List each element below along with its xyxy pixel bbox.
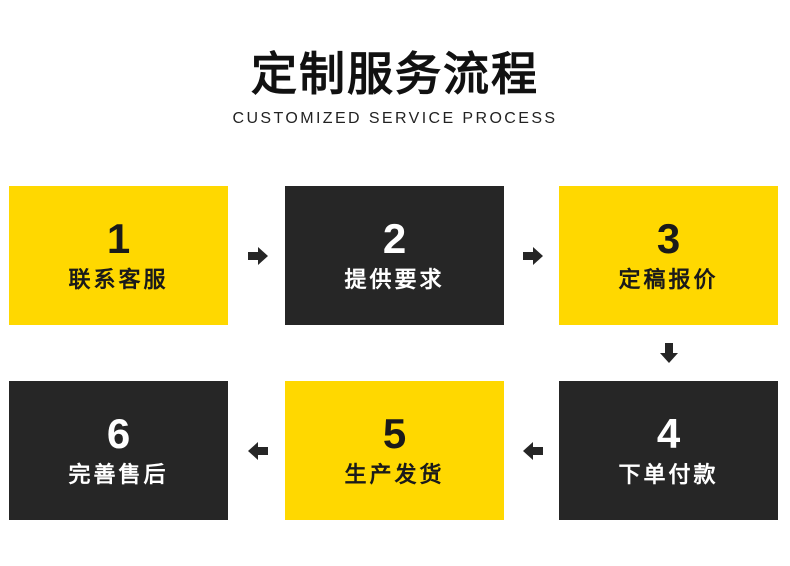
- step-2-label: 提供要求: [344, 267, 445, 293]
- step-6-box: 6 完善售后: [9, 381, 228, 520]
- step-1-label: 联系客服: [68, 267, 169, 293]
- step-4-box: 4 下单付款: [559, 381, 778, 520]
- step-3-number: 3: [656, 214, 681, 262]
- step-4-number: 4: [656, 409, 681, 457]
- step-3-box: 3 定稿报价: [559, 186, 778, 325]
- step-5-number: 5: [382, 409, 407, 457]
- arrow-right-icon: [248, 247, 268, 265]
- page-subtitle: CUSTOMIZED SERVICE PROCESS: [232, 110, 558, 127]
- step-1-box: 1 联系客服: [9, 186, 228, 325]
- page-title: 定制服务流程: [251, 47, 539, 101]
- arrow-right-icon: [523, 247, 543, 265]
- step-1-number: 1: [106, 214, 131, 262]
- step-3-label: 定稿报价: [618, 267, 719, 293]
- step-5-label: 生产发货: [344, 462, 445, 488]
- arrow-down-icon: [660, 343, 678, 363]
- step-4-label: 下单付款: [618, 462, 719, 488]
- step-6-label: 完善售后: [68, 462, 169, 488]
- arrow-left-icon: [248, 442, 268, 460]
- step-6-number: 6: [106, 409, 131, 457]
- step-2-box: 2 提供要求: [285, 186, 504, 325]
- step-2-number: 2: [382, 214, 407, 262]
- arrow-left-icon: [523, 442, 543, 460]
- step-5-box: 5 生产发货: [285, 381, 504, 520]
